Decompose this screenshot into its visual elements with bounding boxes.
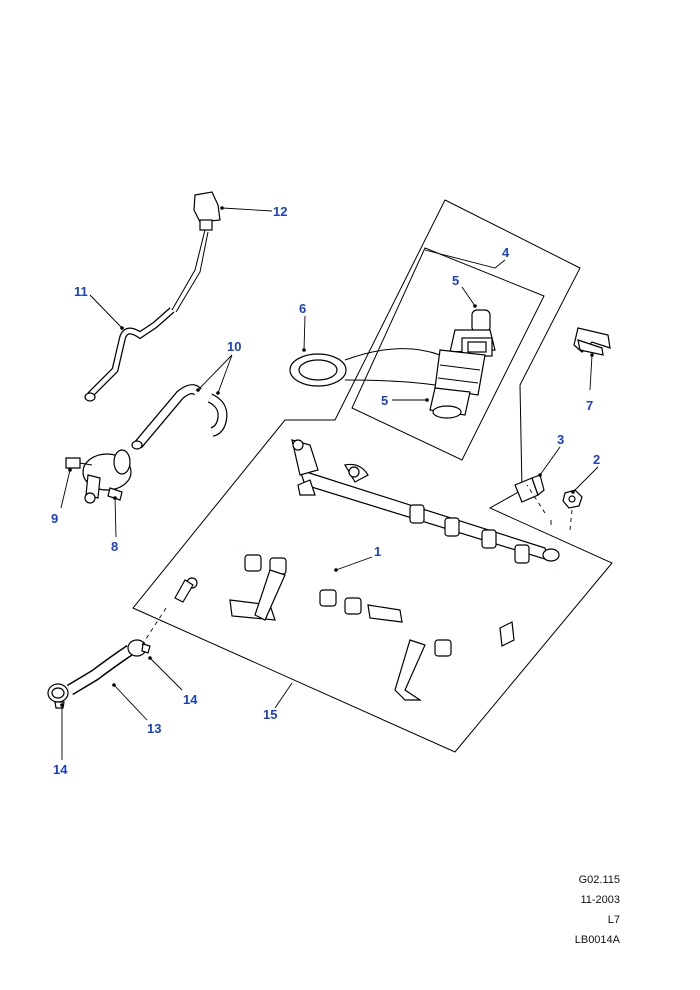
assembly-outline-15 xyxy=(132,199,613,753)
vacuum-hose xyxy=(131,384,228,450)
vacuum-pipe xyxy=(84,229,209,402)
feed-hose xyxy=(66,645,134,696)
callout-11: 11 xyxy=(74,284,88,299)
seal-ring xyxy=(289,348,441,387)
fuel-rail-harness xyxy=(174,533,558,701)
leader-lines xyxy=(60,207,599,760)
callout-14-left: 14 xyxy=(53,762,68,777)
guide-lines xyxy=(141,484,573,646)
fuel-injector xyxy=(429,309,496,419)
retaining-clip xyxy=(573,327,611,356)
callout-1: 1 xyxy=(374,544,381,559)
callout-3: 3 xyxy=(557,432,564,447)
bolt xyxy=(65,457,93,469)
pipe-connector xyxy=(193,191,221,231)
callout-8: 8 xyxy=(111,539,118,554)
leader-arrowheads xyxy=(60,206,594,707)
hose-clamp-upper xyxy=(127,639,151,657)
callout-9: 9 xyxy=(51,511,58,526)
callout-14-right: 14 xyxy=(183,692,198,707)
callout-12: 12 xyxy=(273,204,287,219)
callout-4: 4 xyxy=(502,245,510,260)
reference-drawing-number: LB0014A xyxy=(574,934,620,946)
reference-model: L7 xyxy=(607,914,620,926)
callout-15: 15 xyxy=(263,707,277,722)
callout-10: 10 xyxy=(227,339,241,354)
injector-box-4 xyxy=(351,247,545,461)
hose-clamp-lower xyxy=(47,683,69,709)
callout-13: 13 xyxy=(147,721,161,736)
reference-date: 11-2003 xyxy=(580,894,620,906)
callout-6: 6 xyxy=(299,301,306,316)
callout-5-bottom: 5 xyxy=(381,393,388,408)
callout-7: 7 xyxy=(586,398,593,413)
pressure-regulator xyxy=(82,449,132,504)
callout-2: 2 xyxy=(593,452,600,467)
fuel-rail xyxy=(291,439,560,564)
reference-code: G02.115 xyxy=(578,874,620,886)
temperature-sensor xyxy=(514,474,545,503)
callout-5-top: 5 xyxy=(452,273,459,288)
